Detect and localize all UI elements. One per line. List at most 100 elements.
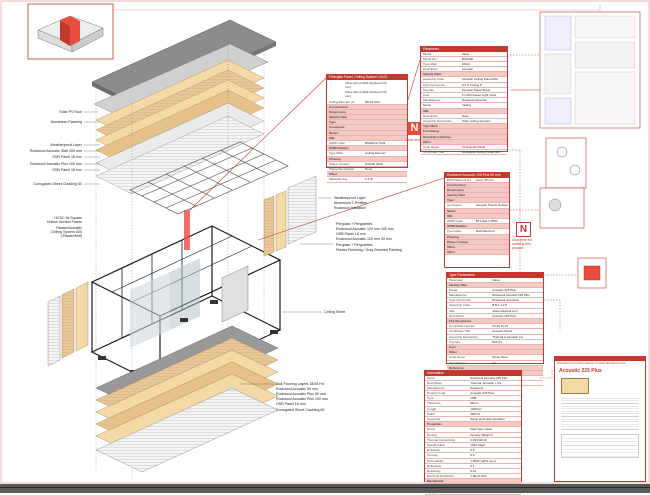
property-value: 0.9 <box>470 453 475 458</box>
property-row: Plinth Element (1)Acou_50 mm <box>445 178 509 183</box>
property-key: Product Code <box>427 391 446 396</box>
property-value <box>470 422 521 426</box>
property-value: 50mm <box>470 401 479 406</box>
property-key: Phasing <box>329 156 341 161</box>
property-value: Acoustic 225 Plus <box>492 313 517 318</box>
property-row: Model <box>445 208 509 214</box>
property-key: Description <box>423 113 439 118</box>
property-value: 0.034 W/mK <box>470 437 487 442</box>
property-row: Name Data Type Value <box>425 427 521 433</box>
panel-title: Parameter <box>421 47 507 52</box>
property-key: Materials Use <box>329 177 348 182</box>
property-key: Manufacturer <box>423 98 441 103</box>
property-value: Rockwool Acoustics <box>492 298 519 303</box>
property-key: Classification <box>449 360 467 365</box>
property-key: OMNI Code <box>447 219 463 223</box>
property-key: Other <box>423 139 432 144</box>
property-key: Other <box>447 244 456 249</box>
property-row: Other <box>447 350 543 356</box>
property-key: Description <box>427 380 443 385</box>
property-value: Data Type Value <box>470 427 493 432</box>
property-row: Type <box>327 120 407 126</box>
layer-label: Corrugated Sheet Cladding 60 <box>276 408 325 412</box>
property-key: URL <box>447 213 454 218</box>
property-value <box>492 319 543 323</box>
bottom-status-bar <box>0 484 650 493</box>
property-key: Mechanical <box>427 479 444 484</box>
property-key: Width <box>427 411 435 416</box>
property-value: 1.4 Gl <box>365 177 374 182</box>
brand-n-logo[interactable]: N <box>408 122 421 135</box>
property-value <box>462 124 507 128</box>
order-product-link[interactable]: Click here for ordering this product <box>512 238 532 250</box>
property-row: Properties <box>425 422 521 428</box>
property-value: 1.0000 ng/Pa.ms.m <box>470 458 497 463</box>
property-value: Acoustic Ceiling Panel 600 <box>461 77 498 82</box>
ceiling-frame-grid <box>129 141 289 215</box>
property-value: Acou_50 mm <box>475 177 494 182</box>
panel-value-line: Value lists (LGMF Rockwool 50 mm) <box>345 89 387 98</box>
property-key: Thermal Conductivity <box>427 437 456 442</box>
brand-n-logo[interactable]: N <box>516 222 531 237</box>
insulation-layers-roof <box>95 59 265 195</box>
layer-label: Solar PV Roof <box>59 110 82 114</box>
ceiling-sheet-label: Ceiling Sheet <box>324 310 346 314</box>
product-image <box>561 378 589 394</box>
property-key: Identity Data <box>447 193 466 198</box>
datasheet-header: ROCKWOOL ACOUSTIC CEILING SYSTEM TECHNIC… <box>557 362 626 365</box>
product-datasheet[interactable]: ROCKWOOL ACOUSTIC CEILING SYSTEM TECHNIC… <box>554 356 646 482</box>
property-key: Electrical Resistivity <box>427 474 454 479</box>
property-row: Dimensions <box>445 187 509 194</box>
property-value: Thermal & Acoustic Ins. <box>492 334 524 339</box>
property-key: Phasing <box>447 234 459 239</box>
property-value <box>476 198 509 202</box>
property-key: Cost <box>449 344 456 349</box>
property-value: Acoustical Ceiling Panel 600 <box>461 150 500 155</box>
property-key: Identity Data <box>449 282 468 287</box>
property-key: Type <box>427 396 434 401</box>
property-key: Density <box>427 432 438 437</box>
property-key: Keywords <box>427 417 441 421</box>
property-value: Rockwool Acoustic <box>461 98 487 103</box>
layer-label: Pergolas + Pergolettes <box>336 243 373 247</box>
layer-label: Rockwool Acoustic Plus 50 mm <box>276 392 326 396</box>
property-key: Emissivity <box>427 448 441 453</box>
property-value <box>476 235 509 239</box>
property-key: Construction <box>329 104 348 109</box>
property-key: Assembly Description <box>423 118 452 123</box>
property-key: Type Mark <box>423 124 438 129</box>
property-row: Manufacturer Rockwool Acoustic <box>421 98 507 104</box>
property-key: Model <box>423 51 432 56</box>
property-key: Name <box>427 427 436 432</box>
property-row: Ceiling Element (1)60x24 Size <box>327 100 407 105</box>
layer-label: OSB Panel 18 mm <box>276 402 306 406</box>
property-key: Name <box>427 375 436 380</box>
insulation-properties-panel: Rockwool Acoustic 225 Plus 50 mm Plinth … <box>444 172 510 268</box>
property-value: 0.2 <box>470 463 475 468</box>
property-key: Model <box>449 287 458 292</box>
property-key: Model dim. <box>423 56 438 61</box>
property-value <box>365 120 407 124</box>
property-key: OMNI Number <box>329 146 350 151</box>
property-value <box>476 193 509 197</box>
property-value: Acoustic 225 Plus <box>470 391 495 396</box>
property-key: Other <box>329 172 338 177</box>
